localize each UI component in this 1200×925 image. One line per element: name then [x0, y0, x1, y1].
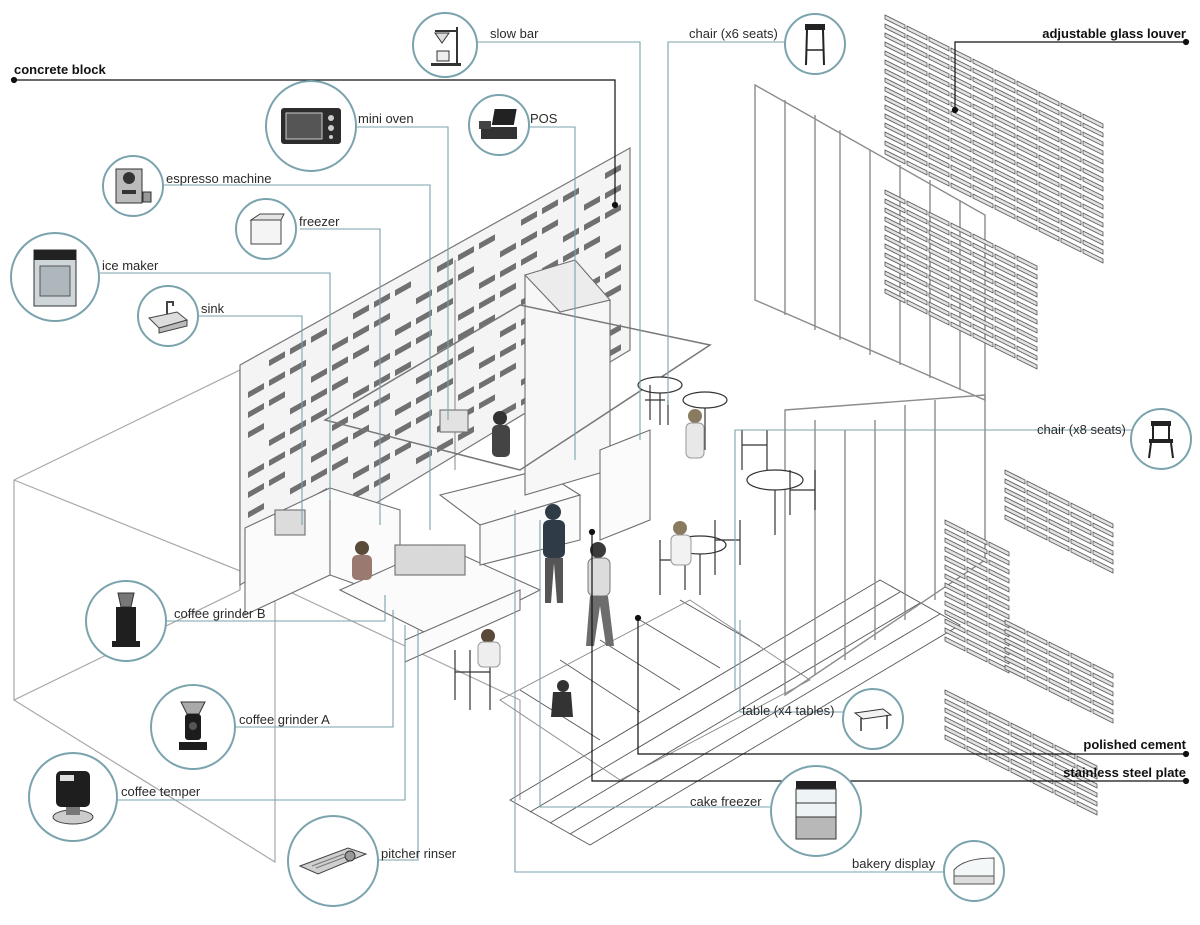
label-polished-cement: polished cement	[1083, 737, 1186, 752]
glass-frame	[754, 83, 986, 697]
slow-bar-icon	[431, 27, 461, 66]
freezer-circle	[235, 198, 297, 260]
label-concrete-block: concrete block	[14, 62, 106, 77]
label-coffee-grinder-b: coffee grinder B	[174, 606, 266, 621]
label-ice-maker: ice maker	[102, 258, 159, 273]
leader-lines	[100, 41, 1135, 873]
table-icon	[853, 708, 893, 731]
chair-x6-circle	[784, 13, 846, 75]
coffee-temper-circle	[28, 752, 118, 842]
label-pitcher-rinser: pitcher rinser	[381, 846, 457, 861]
coffee-grinder-b-circle	[85, 580, 167, 662]
cake-freezer-circle	[770, 765, 862, 857]
freezer-icon	[249, 213, 285, 245]
sink-circle	[137, 285, 199, 347]
pos-icon	[479, 109, 517, 139]
label-sink: sink	[201, 301, 225, 316]
label-stainless-steel-plate: stainless steel plate	[1063, 765, 1186, 780]
label-cake-freezer: cake freezer	[690, 794, 762, 809]
cafe-seating	[454, 376, 816, 710]
bar-counter	[244, 259, 712, 663]
grinder-icon	[112, 592, 140, 647]
mini-oven-circle	[265, 80, 357, 172]
oven-icon	[281, 108, 341, 144]
label-mini-oven: mini oven	[358, 111, 414, 126]
temper-icon	[52, 771, 94, 825]
label-chair-x6: chair (x6 seats)	[689, 26, 778, 41]
bakery-display-icon	[953, 857, 995, 885]
ice-maker-circle	[10, 232, 100, 322]
label-table-x4: table (x4 tables)	[742, 703, 835, 718]
chair-icon	[805, 24, 825, 66]
grinder-icon	[179, 701, 207, 750]
chair-icon	[1148, 421, 1174, 459]
label-coffee-temper: coffee temper	[121, 784, 201, 799]
label-freezer: freezer	[299, 214, 340, 229]
espresso-machine-icon	[115, 168, 152, 204]
coffee-grinder-a-circle	[150, 684, 236, 770]
espresso-machine-circle	[102, 155, 164, 217]
sink-icon	[147, 301, 189, 334]
pos-circle	[468, 94, 530, 156]
ice-maker-icon	[33, 249, 77, 307]
label-pos: POS	[530, 111, 558, 126]
glass-louvers	[884, 14, 1114, 816]
label-slow-bar: slow bar	[490, 26, 539, 41]
slow-bar-circle	[412, 12, 478, 78]
people	[352, 409, 705, 717]
label-adjustable-glass-louver: adjustable glass louver	[1042, 26, 1186, 41]
table-x4-circle	[842, 688, 904, 750]
label-bakery-display: bakery display	[852, 856, 936, 871]
material-lines	[10, 38, 1190, 785]
chair-x8-circle	[1130, 408, 1192, 470]
bakery-display-circle	[943, 840, 1005, 902]
label-coffee-grinder-a: coffee grinder A	[239, 712, 330, 727]
label-espresso-machine: espresso machine	[166, 171, 272, 186]
pitcher-rinser-circle	[287, 815, 379, 907]
cake-freezer-icon	[795, 781, 837, 840]
rinser-icon	[298, 847, 368, 875]
label-chair-x8: chair (x8 seats)	[1037, 422, 1126, 437]
